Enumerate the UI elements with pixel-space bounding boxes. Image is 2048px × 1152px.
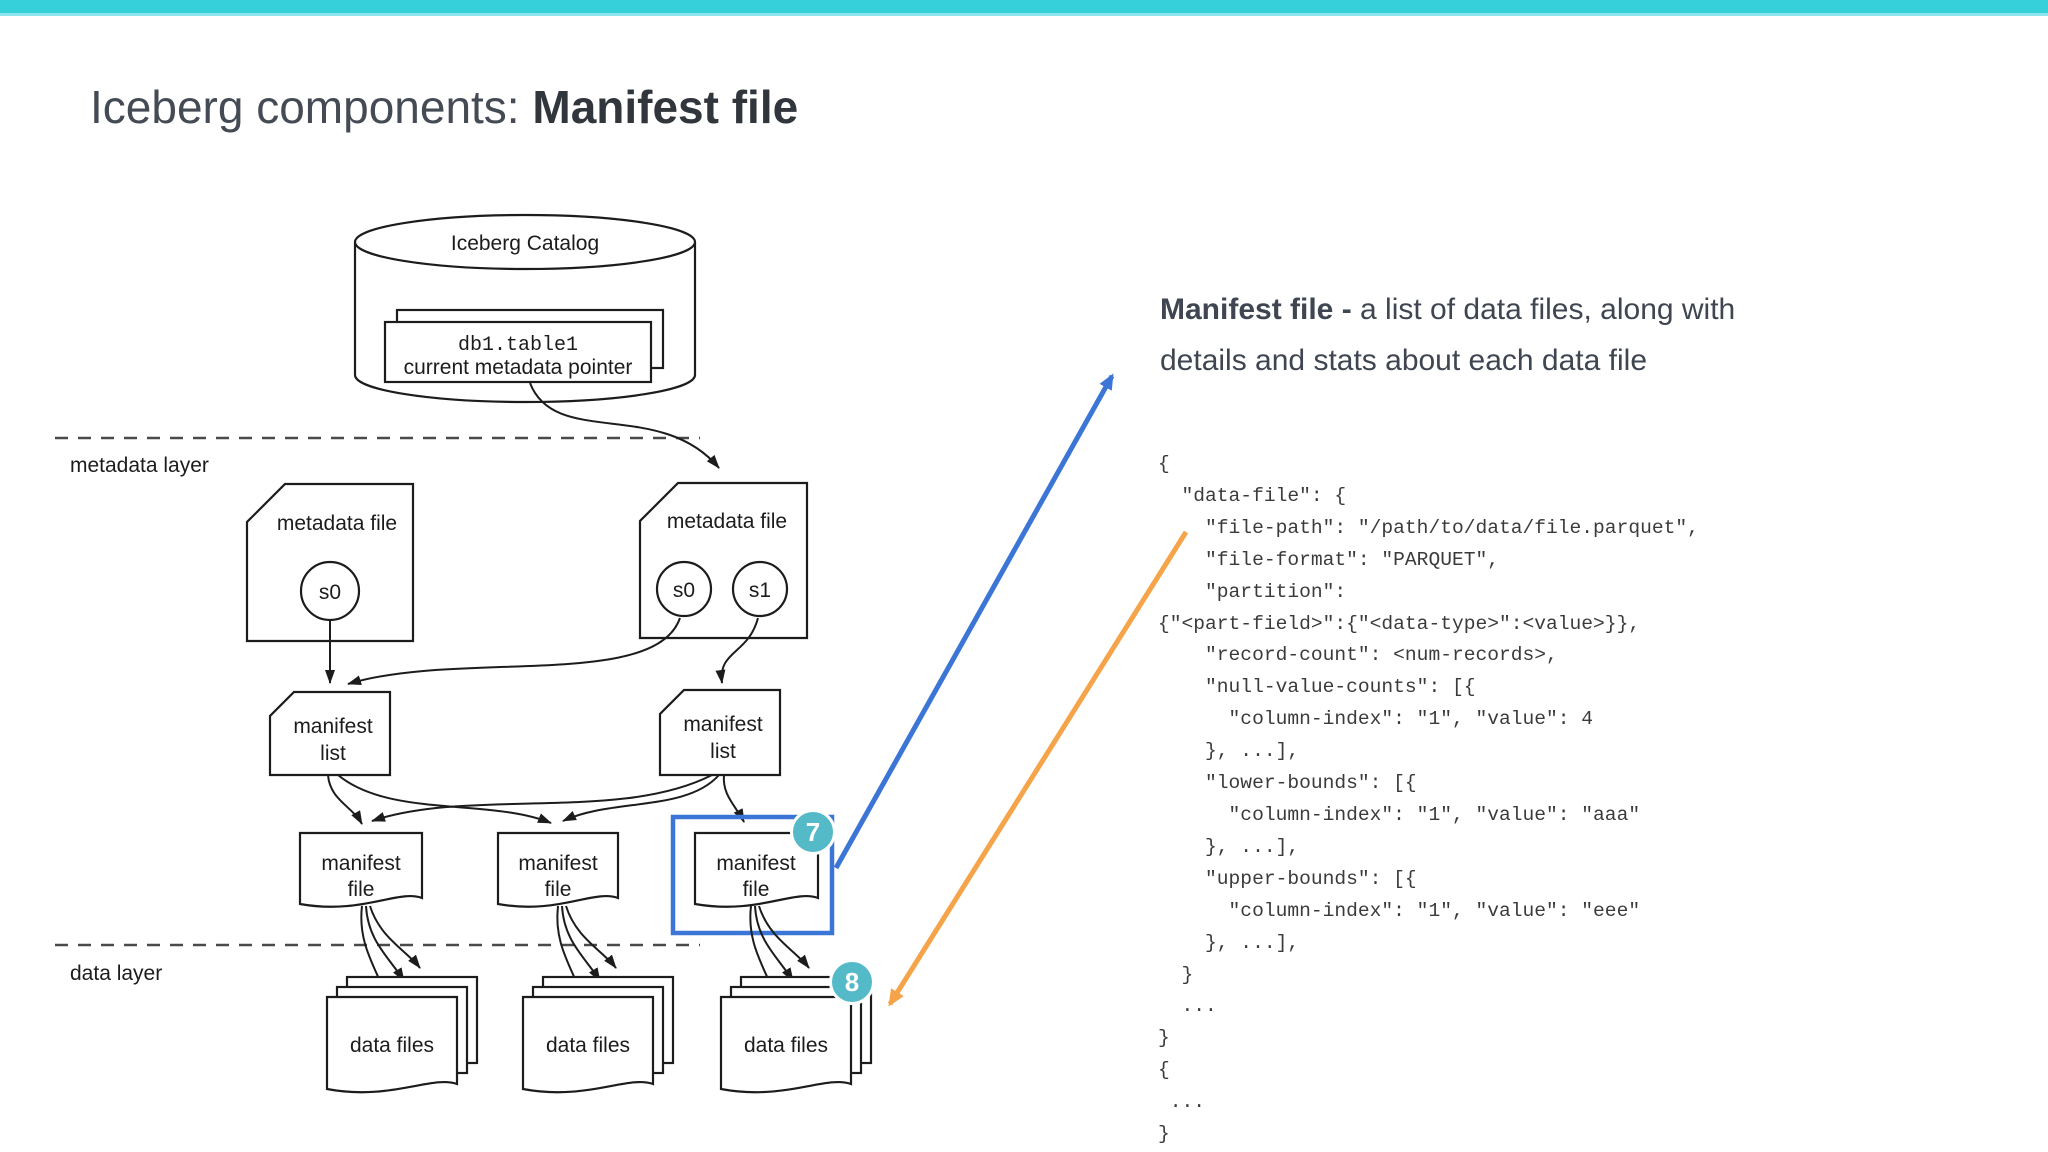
data-files-1: data files bbox=[325, 975, 479, 1094]
metadata-file-1-label: metadata file bbox=[277, 512, 397, 535]
manifest-list-1-shape bbox=[268, 690, 392, 777]
badge-7-number: 7 bbox=[806, 817, 820, 847]
data-layer-label: data layer bbox=[70, 962, 162, 985]
arrow-s1-to-manifest-list-2 bbox=[715, 617, 759, 684]
pointer-caption: current metadata pointer bbox=[404, 356, 633, 379]
catalog-label: Iceberg Catalog bbox=[451, 232, 599, 255]
snapshot-s1-label: s1 bbox=[749, 579, 771, 602]
data-files-2-front bbox=[521, 995, 655, 1094]
badge-7: 7 bbox=[790, 809, 836, 855]
arrow-pointer-to-metadata-file bbox=[529, 382, 720, 469]
manifest-list-2-shape bbox=[658, 688, 782, 777]
arrow-ml1-to-mf1 bbox=[327, 774, 363, 825]
badge-8-number: 8 bbox=[845, 967, 859, 997]
data-files-1-label: data files bbox=[350, 1034, 434, 1057]
metadata-file-2-shape bbox=[638, 481, 809, 640]
metadata-file-2-label: metadata file bbox=[667, 510, 787, 533]
manifest-file-3-word2: file bbox=[743, 878, 770, 901]
orange-annotation-arrow bbox=[887, 530, 1189, 1007]
data-files-1-front bbox=[325, 995, 459, 1094]
manifest-list-1: manifest list bbox=[268, 690, 392, 777]
manifest-file-1-shape bbox=[298, 831, 424, 908]
arrow-s0-2-to-manifest-list-1 bbox=[347, 617, 681, 686]
data-files-3-label: data files bbox=[744, 1034, 828, 1057]
description-line2: details and stats about each data file bbox=[1160, 344, 1648, 377]
manifest-file-2: manifest file bbox=[496, 831, 620, 908]
manifest-file-2-word2: file bbox=[545, 878, 572, 901]
manifest-file-code-sample: { "data-file": { "file-path": "/path/to/… bbox=[1158, 453, 1699, 1146]
catalog-cylinder-top bbox=[353, 213, 697, 271]
arrow-ml2-to-mf1 bbox=[371, 774, 713, 822]
manifest-file-3-word1: manifest bbox=[716, 852, 796, 875]
arrow-ml1-to-mf2 bbox=[337, 774, 552, 824]
snapshot-s1-circle bbox=[731, 560, 789, 618]
badge-8: 8 bbox=[829, 959, 875, 1005]
manifest-list-2-word2: list bbox=[710, 740, 736, 763]
arrow-ml2-to-mf2 bbox=[562, 774, 720, 822]
manifest-file-3: manifest file bbox=[693, 831, 820, 908]
snapshot-s0-label-2: s0 bbox=[673, 579, 695, 602]
manifest-file-description: Manifest file - a list of data files, al… bbox=[1160, 284, 1980, 386]
metadata-layer-label: metadata layer bbox=[70, 454, 209, 477]
pointer-table-name: db1.table1 bbox=[458, 334, 578, 357]
iceberg-catalog-cylinder: Iceberg Catalog db1.table1 current metad… bbox=[353, 213, 697, 404]
metadata-pointer-box bbox=[383, 320, 653, 384]
data-files-3: data files bbox=[719, 975, 873, 1094]
data-files-2: data files bbox=[521, 975, 675, 1094]
top-accent-bar bbox=[0, 0, 2048, 16]
manifest-list-2: manifest list bbox=[658, 688, 782, 777]
description-term: Manifest file - bbox=[1160, 293, 1352, 326]
manifest-list-1-word1: manifest bbox=[293, 715, 373, 738]
description-line1: a list of data files, along with bbox=[1351, 293, 1736, 326]
manifest-list-2-word1: manifest bbox=[683, 713, 763, 736]
slide-title-bold: Manifest file bbox=[532, 81, 799, 133]
badge-8-circle bbox=[829, 959, 875, 1005]
manifest-file-2-word1: manifest bbox=[518, 852, 598, 875]
snapshot-s0-circle-2 bbox=[655, 560, 713, 618]
manifest-file-1-word1: manifest bbox=[321, 852, 401, 875]
blue-annotation-arrow bbox=[833, 373, 1115, 870]
manifest-list-1-word2: list bbox=[320, 742, 346, 765]
data-files-2-label: data files bbox=[546, 1034, 630, 1057]
badge-7-circle bbox=[790, 809, 836, 855]
snapshot-s0-label: s0 bbox=[319, 581, 341, 604]
metadata-file-2: metadata file s0 s1 bbox=[638, 481, 809, 640]
metadata-file-1: metadata file s0 bbox=[245, 482, 415, 643]
manifest-file-1: manifest file bbox=[298, 831, 424, 908]
manifest-file-3-shape bbox=[693, 831, 820, 908]
data-files-3-front bbox=[719, 995, 853, 1094]
manifest-file-2-shape bbox=[496, 831, 620, 908]
manifest-file-1-word2: file bbox=[348, 878, 375, 901]
slide-title: Iceberg components: Manifest file bbox=[90, 80, 798, 134]
slide-title-regular: Iceberg components: bbox=[90, 81, 533, 133]
